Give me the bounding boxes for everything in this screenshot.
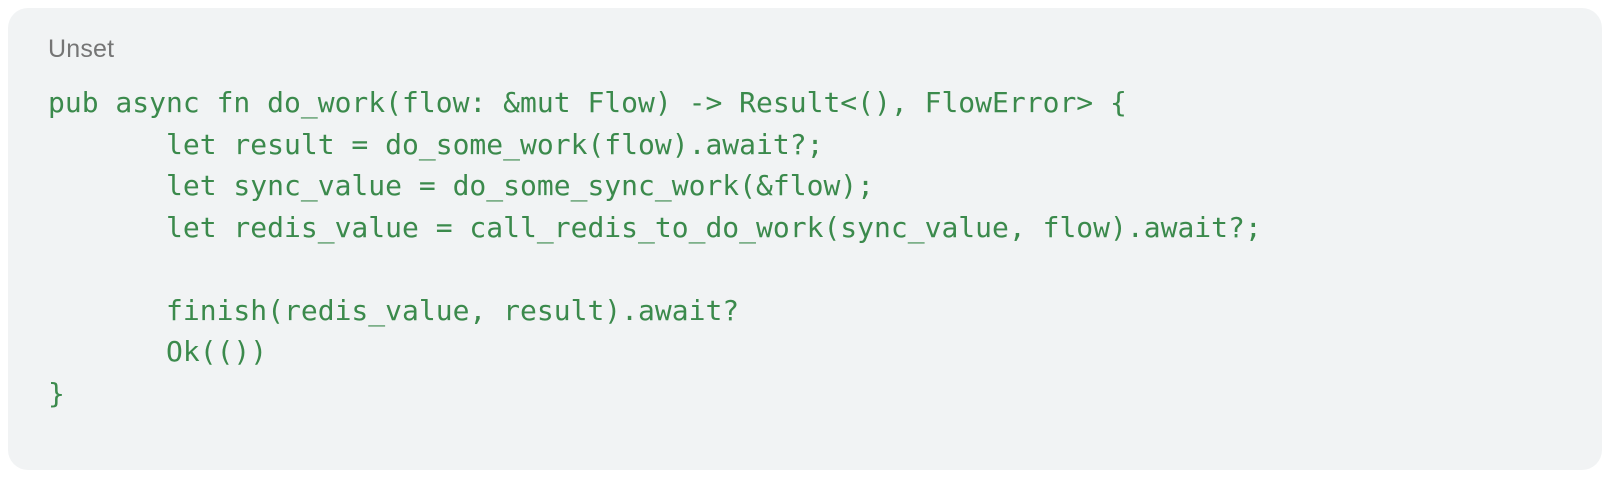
code-block-card: Unset pub async fn do_work(flow: &mut Fl… (8, 8, 1602, 470)
code-content: pub async fn do_work(flow: &mut Flow) ->… (48, 86, 1262, 410)
code-language-label: Unset (48, 35, 115, 63)
